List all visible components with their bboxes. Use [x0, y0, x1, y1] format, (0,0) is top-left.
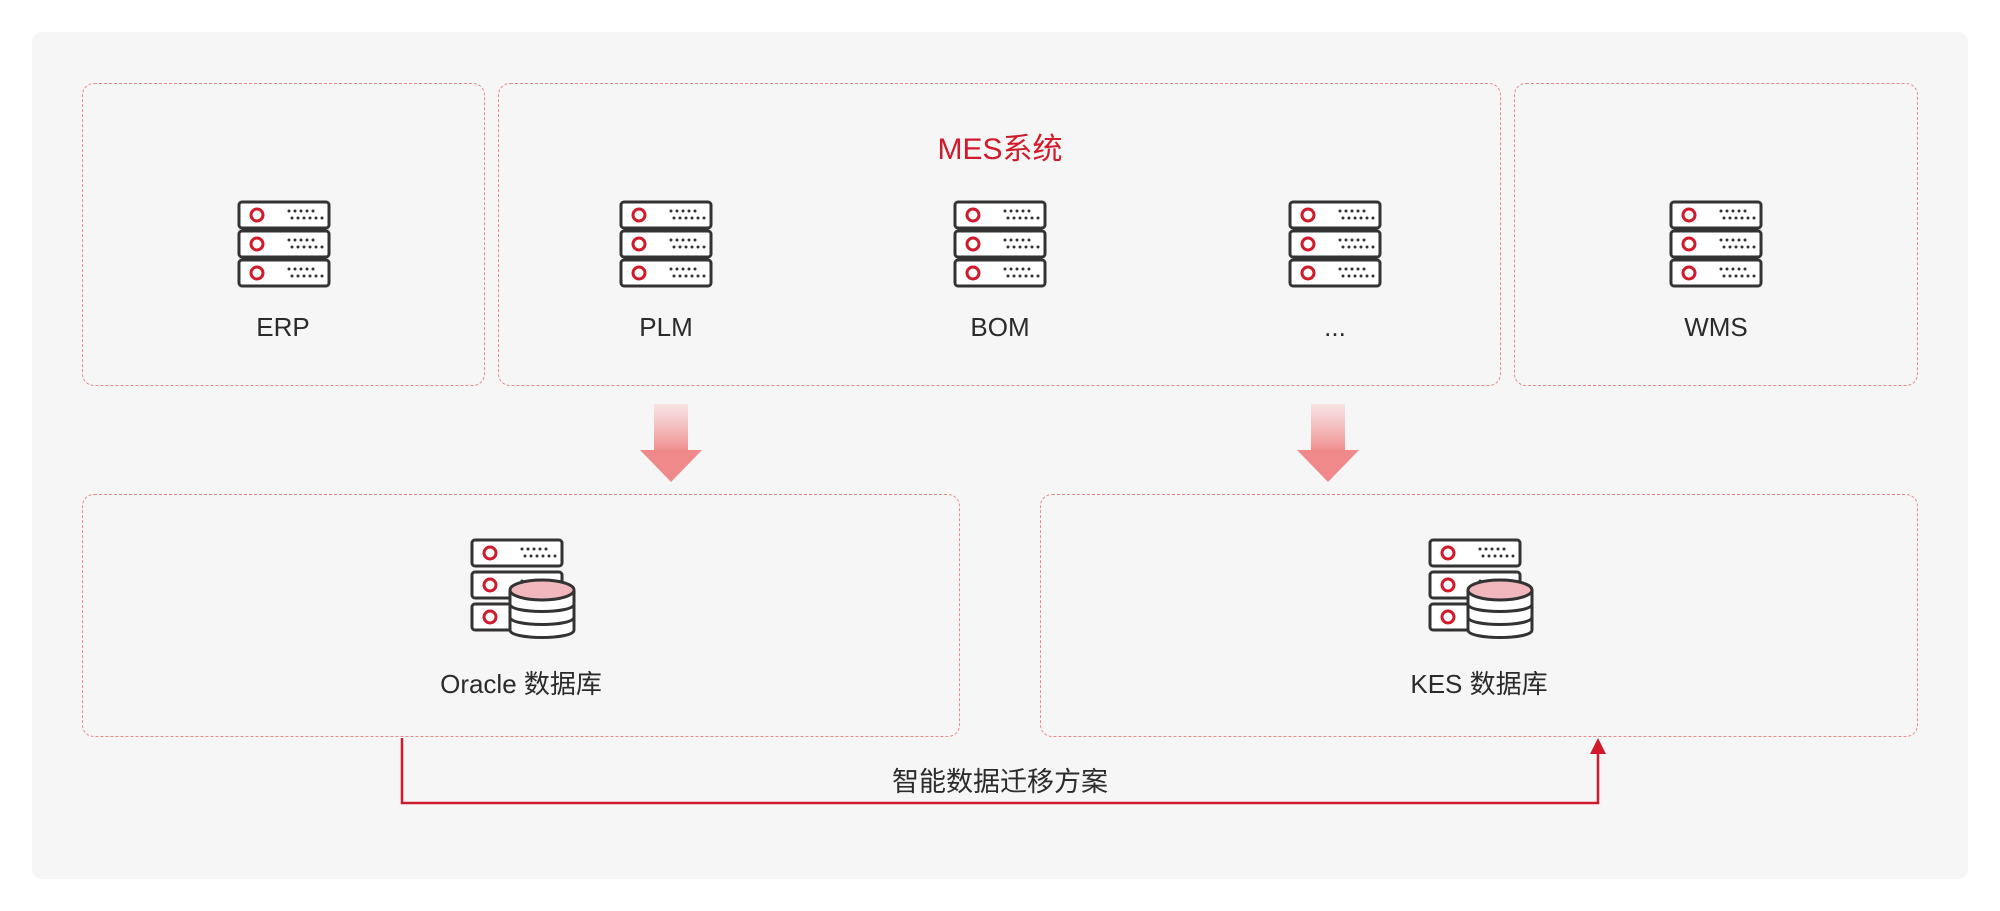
arrow-down-icon	[1297, 404, 1359, 482]
migration-label: 智能数据迁移方案	[892, 767, 1108, 797]
erp-server-icon	[239, 202, 329, 286]
erp-label: ERP	[256, 312, 310, 342]
bom-server-icon	[955, 202, 1045, 286]
mes-box	[498, 83, 1501, 386]
migration-connector	[400, 738, 1606, 805]
oracle-db-box	[82, 494, 960, 737]
kes-database-icon	[1430, 540, 1532, 638]
erp-box	[82, 83, 485, 386]
bom-label: BOM	[970, 312, 1030, 342]
more-label: ...	[1324, 312, 1346, 342]
plm-server-icon	[621, 202, 711, 286]
oracle-db-label: Oracle 数据库	[440, 669, 602, 699]
plm-label: PLM	[639, 312, 693, 342]
kes-db-label: KES 数据库	[1410, 669, 1548, 699]
kes-db-box	[1040, 494, 1918, 737]
wms-server-icon	[1671, 202, 1761, 286]
diagram-canvas	[32, 32, 1968, 879]
wms-label: WMS	[1684, 312, 1748, 342]
oracle-database-icon	[472, 540, 574, 638]
arrow-down-icon	[640, 404, 702, 482]
more-server-icon	[1290, 202, 1380, 286]
mes-title: MES系统	[937, 133, 1063, 166]
wms-box	[1514, 83, 1918, 386]
